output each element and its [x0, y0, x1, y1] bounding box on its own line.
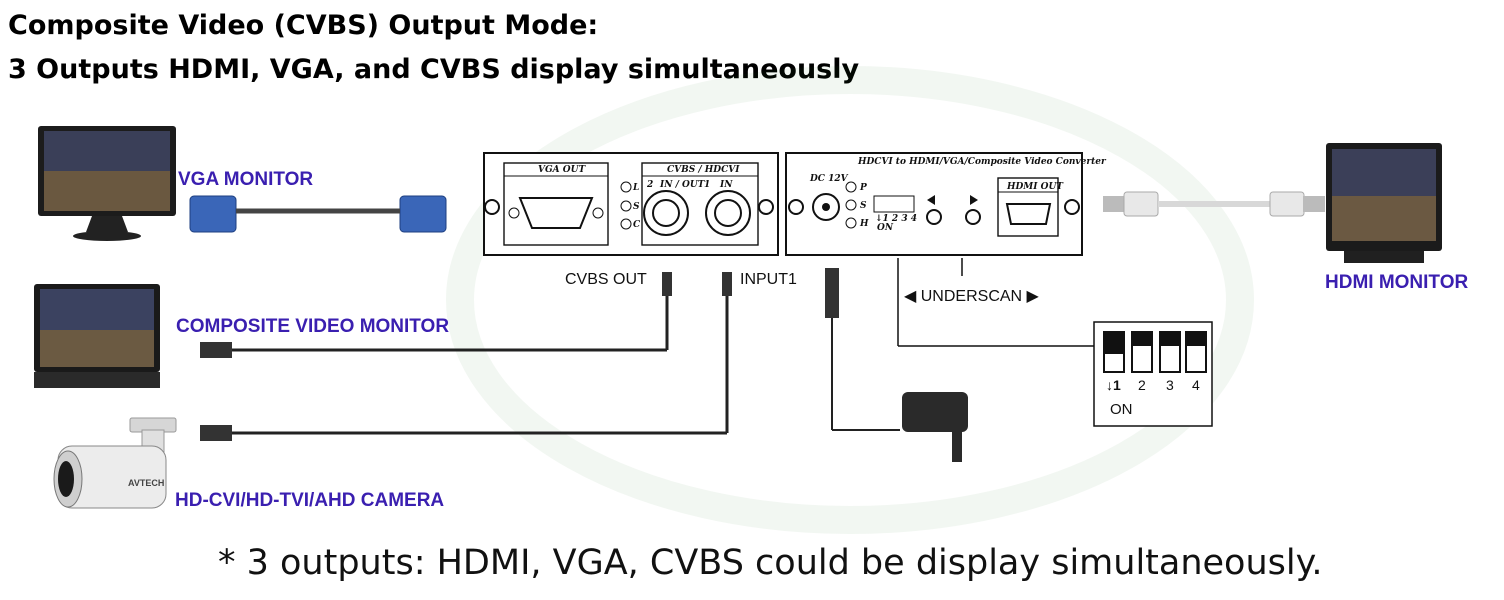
led-c-label: C	[633, 220, 641, 230]
led-s-label: S	[633, 202, 640, 212]
dip-position-3: 3	[1166, 377, 1174, 393]
power-adapter	[825, 268, 968, 462]
underscan-text: UNDERSCAN	[920, 288, 1023, 305]
camera-brand-text: AVTECH	[128, 478, 164, 488]
hdmi-cable	[1103, 191, 1325, 217]
input1-label: INPUT1	[740, 271, 797, 288]
watermark-logo	[446, 66, 1254, 534]
dip-position-4: 4	[1192, 377, 1200, 393]
input1-cable	[200, 272, 732, 441]
underscan-label: ◀ UNDERSCAN ▶	[904, 288, 1039, 305]
vga-out-label: VGA OUT	[538, 165, 586, 175]
composite-monitor-label: COMPOSITE VIDEO MONITOR	[176, 316, 450, 337]
dip-position-1: ↓1	[1106, 377, 1121, 393]
title-line-1: Composite Video (CVBS) Output Mode:	[8, 10, 599, 41]
vga-cable	[189, 195, 447, 233]
in-label: IN	[719, 180, 733, 190]
in-out-label: IN / OUT	[659, 180, 706, 190]
cvbs-hdcvi-label: CVBS / HDCVI	[667, 165, 740, 175]
title-line-2: 3 Outputs HDMI, VGA, and CVBS display si…	[8, 54, 860, 85]
camera-label: HD-CVI/HD-TVI/AHD CAMERA	[175, 490, 445, 511]
converter-right-panel: HDCVI to HDMI/VGA/Composite Video Conver…	[785, 152, 1107, 256]
cvbs-out-cable	[200, 272, 672, 358]
camera-image: AVTECH	[53, 417, 177, 509]
dc-12v-label: DC 12V	[809, 174, 849, 184]
dip-on-label: ON	[1110, 401, 1133, 418]
hdmi-out-label: HDMI OUT	[1006, 182, 1064, 192]
converter-left-panel: VGA OUT L S C CVBS / HDCVI 2 IN / OUT 1 …	[483, 152, 779, 256]
cvbs-out-label: CVBS OUT	[565, 271, 647, 288]
hdmi-monitor-label: HDMI MONITOR	[1325, 272, 1469, 293]
unit-dip-on-label: ON	[877, 223, 894, 233]
vga-monitor-label: VGA MONITOR	[178, 169, 314, 190]
led-h-label: H	[859, 219, 869, 229]
led-s2-label: S	[860, 201, 867, 211]
led-p-label: P	[859, 183, 867, 193]
dip-position-2: 2	[1138, 377, 1146, 393]
led-l-label: L	[632, 183, 639, 193]
dip-switch-detail: ↓1 2 3 4 ON	[1093, 321, 1213, 427]
hdmi-monitor-image	[1326, 143, 1442, 263]
vga-monitor-image	[38, 126, 176, 241]
underscan-callout	[897, 258, 1094, 347]
composite-monitor-image	[34, 284, 160, 388]
port1-number: 1	[704, 180, 710, 190]
port2-number: 2	[646, 180, 653, 190]
footnote: * 3 outputs: HDMI, VGA, CVBS could be di…	[218, 543, 1323, 583]
unit-dip-numbers: ↓1 2 3 4	[875, 214, 917, 224]
converter-model-label: HDCVI to HDMI/VGA/Composite Video Conver…	[857, 157, 1107, 167]
